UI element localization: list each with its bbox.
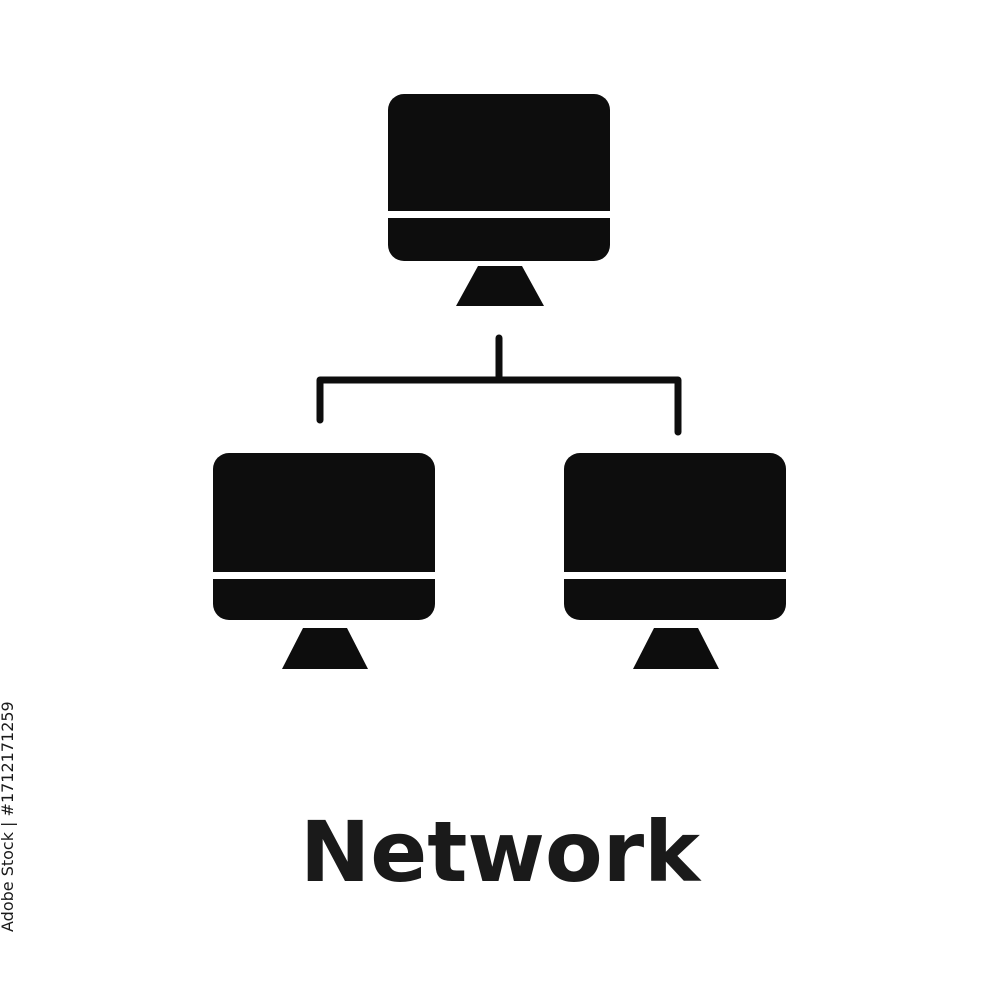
monitor-stand [633, 628, 719, 669]
monitor-screen [564, 453, 786, 620]
monitor-bezel-gap [388, 211, 610, 218]
network-connector [316, 334, 682, 436]
monitor-icon-left [213, 453, 435, 669]
icon-caption: Network [299, 803, 701, 901]
monitor-screen [388, 94, 610, 261]
monitor-icon-top [388, 94, 610, 306]
monitor-screen [213, 453, 435, 620]
stock-id-label: Adobe Stock | #1712171259 [0, 701, 17, 932]
monitor-bezel-gap [213, 572, 435, 579]
monitor-stand [282, 628, 368, 669]
monitor-icon-right [564, 453, 786, 669]
monitor-stand [456, 266, 544, 306]
monitor-bezel-gap [564, 572, 786, 579]
connector-branch [316, 376, 682, 436]
